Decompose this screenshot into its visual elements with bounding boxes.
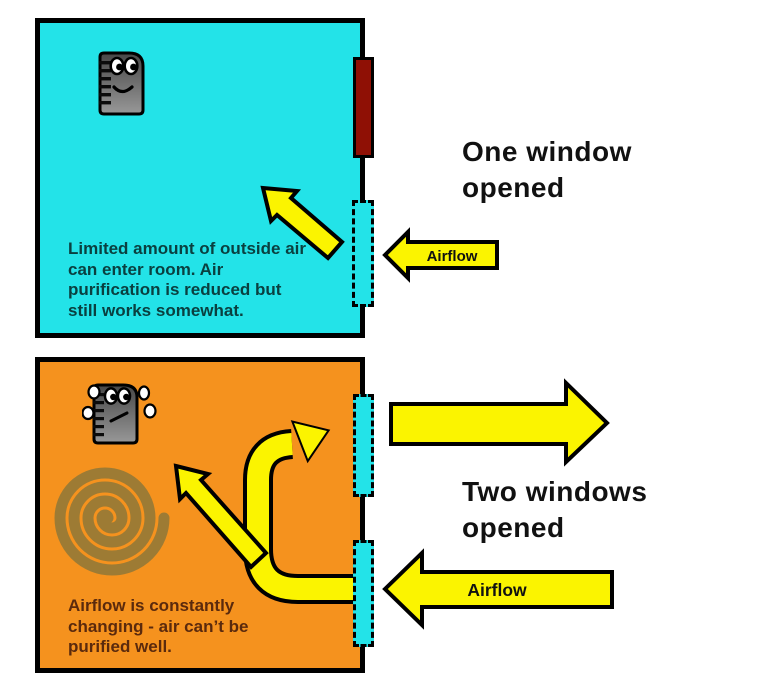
- caption-line: purification is reduced but: [68, 280, 282, 300]
- heading-line: opened: [462, 511, 565, 543]
- open-window-icon-bottom-room-lower: [353, 540, 374, 647]
- open-window-icon-bottom-room-upper: [353, 394, 374, 497]
- heading-line: Two windows: [462, 476, 648, 507]
- open-window-icon-top-room: [352, 200, 374, 307]
- caption-line: changing - air can’t be: [68, 616, 249, 636]
- air-purifier-happy-icon: [98, 51, 145, 116]
- inflow-diagonal-arrow-icon: [260, 185, 345, 261]
- inflow-diagonal-arrow-bottom-icon: [173, 463, 269, 570]
- heading-line: One window: [462, 136, 632, 167]
- closed-window-icon: [353, 57, 374, 158]
- air-purifier-worried-icon: [82, 383, 157, 445]
- airflow-left-arrow-icon: [382, 227, 499, 283]
- airflow-label-top: Airflow: [427, 248, 478, 265]
- airflow-label-bottom: Airflow: [467, 580, 527, 600]
- caption-line: can enter room. Air: [68, 259, 224, 279]
- exhaust-right-arrow-icon: [389, 378, 610, 467]
- swirl-icon: [54, 467, 170, 576]
- sweat-drops-icon: [82, 384, 157, 421]
- caption-line: still works somewhat.: [68, 301, 244, 321]
- caption-line: Limited amount of outside air: [68, 239, 307, 258]
- caption-one-window: Limited amount of outside air can enter …: [68, 239, 306, 322]
- caption-line: purified well.: [68, 637, 172, 657]
- vent-slats-icon: [99, 61, 111, 105]
- caption-two-windows: Airflow is constantly changing - air can…: [68, 596, 248, 658]
- room-one-window: [35, 18, 365, 338]
- airflow-left-arrow-bottom-icon: [382, 548, 614, 630]
- heading-two-windows: Two windows opened: [462, 474, 647, 546]
- caption-line: Airflow is constantly: [68, 596, 235, 615]
- u-turn-arrow-icon: [243, 420, 368, 604]
- heading-one-window: One window opened: [462, 134, 632, 206]
- heading-line: opened: [462, 171, 565, 203]
